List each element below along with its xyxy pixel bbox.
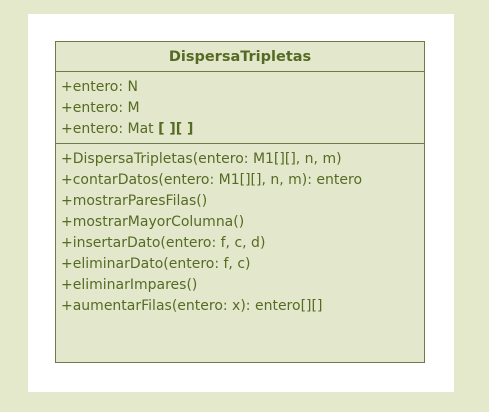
attribute-n: +entero: N (61, 77, 424, 98)
uml-class-box[interactable]: DispersaTripletas +entero: N +entero: M … (55, 41, 425, 363)
methods-compartment: +DispersaTripletas(entero: M1[][], n, m)… (56, 144, 424, 317)
attribute-m-text: +entero: M (61, 100, 140, 116)
attribute-m: +entero: M (61, 98, 424, 119)
method-aumentar-filas: +aumentarFilas(entero: x): entero[][] (61, 298, 323, 314)
class-name: DispersaTripletas (56, 42, 424, 72)
method-eliminar-impares: +eliminarImpares() (61, 277, 198, 293)
attributes-compartment: +entero: N +entero: M +entero: Mat [ ][ … (56, 72, 424, 144)
method-contar-datos: +contarDatos(entero: M1[][], n, m): ente… (61, 172, 363, 188)
attribute-mat: +entero: Mat [ ][ ] (61, 119, 424, 140)
diagram-canvas: DispersaTripletas +entero: N +entero: M … (28, 14, 454, 392)
method-constructor: +DispersaTripletas(entero: M1[][], n, m) (61, 151, 342, 167)
method-insertar-dato: +insertarDato(entero: f, c, d) (61, 235, 266, 251)
method-eliminar-dato: +eliminarDato(entero: f, c) (61, 256, 251, 272)
attribute-mat-text: +entero: Mat (61, 121, 159, 137)
method-mostrar-pares-filas: +mostrarParesFilas() (61, 193, 208, 209)
attribute-mat-array-brackets: [ ][ ] (158, 121, 194, 137)
method-mostrar-mayor-columna: +mostrarMayorColumna() (61, 214, 245, 230)
attribute-n-text: +entero: N (61, 79, 138, 95)
